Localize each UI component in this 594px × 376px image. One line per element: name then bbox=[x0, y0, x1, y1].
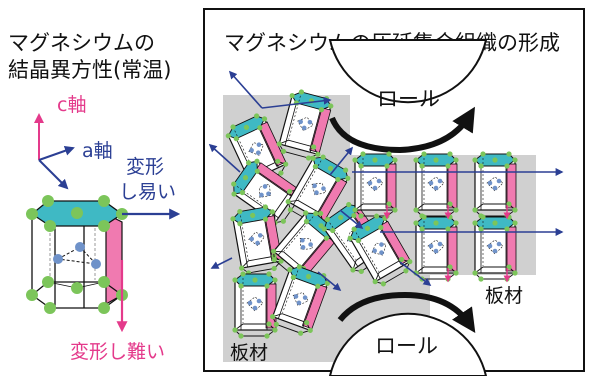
left-title-line2: 結晶異方性(常温) bbox=[8, 58, 172, 82]
hard-deform-label: 変形し難い bbox=[70, 341, 166, 363]
a-axis-label: a軸 bbox=[82, 140, 113, 162]
hcp-unit-cell bbox=[26, 195, 128, 314]
plate-label-right: 板材 bbox=[485, 285, 524, 307]
plate-label-left: 板材 bbox=[230, 342, 269, 364]
easy-deform-line2: し易い bbox=[119, 181, 177, 203]
slip-direction-arrows bbox=[208, 70, 564, 292]
roll-bottom-label: ロール bbox=[375, 334, 438, 358]
roll-top-label: ロール bbox=[377, 87, 440, 111]
roll-bottom bbox=[328, 291, 488, 376]
axis-indicator bbox=[34, 113, 75, 190]
c-axis-label: c軸 bbox=[57, 94, 87, 116]
easy-deform-line1: 変形 bbox=[126, 156, 165, 178]
c-axis-small-arrows bbox=[383, 205, 511, 283]
roll-top bbox=[328, 39, 488, 154]
left-title-line1: マグネシウムの bbox=[8, 31, 155, 55]
